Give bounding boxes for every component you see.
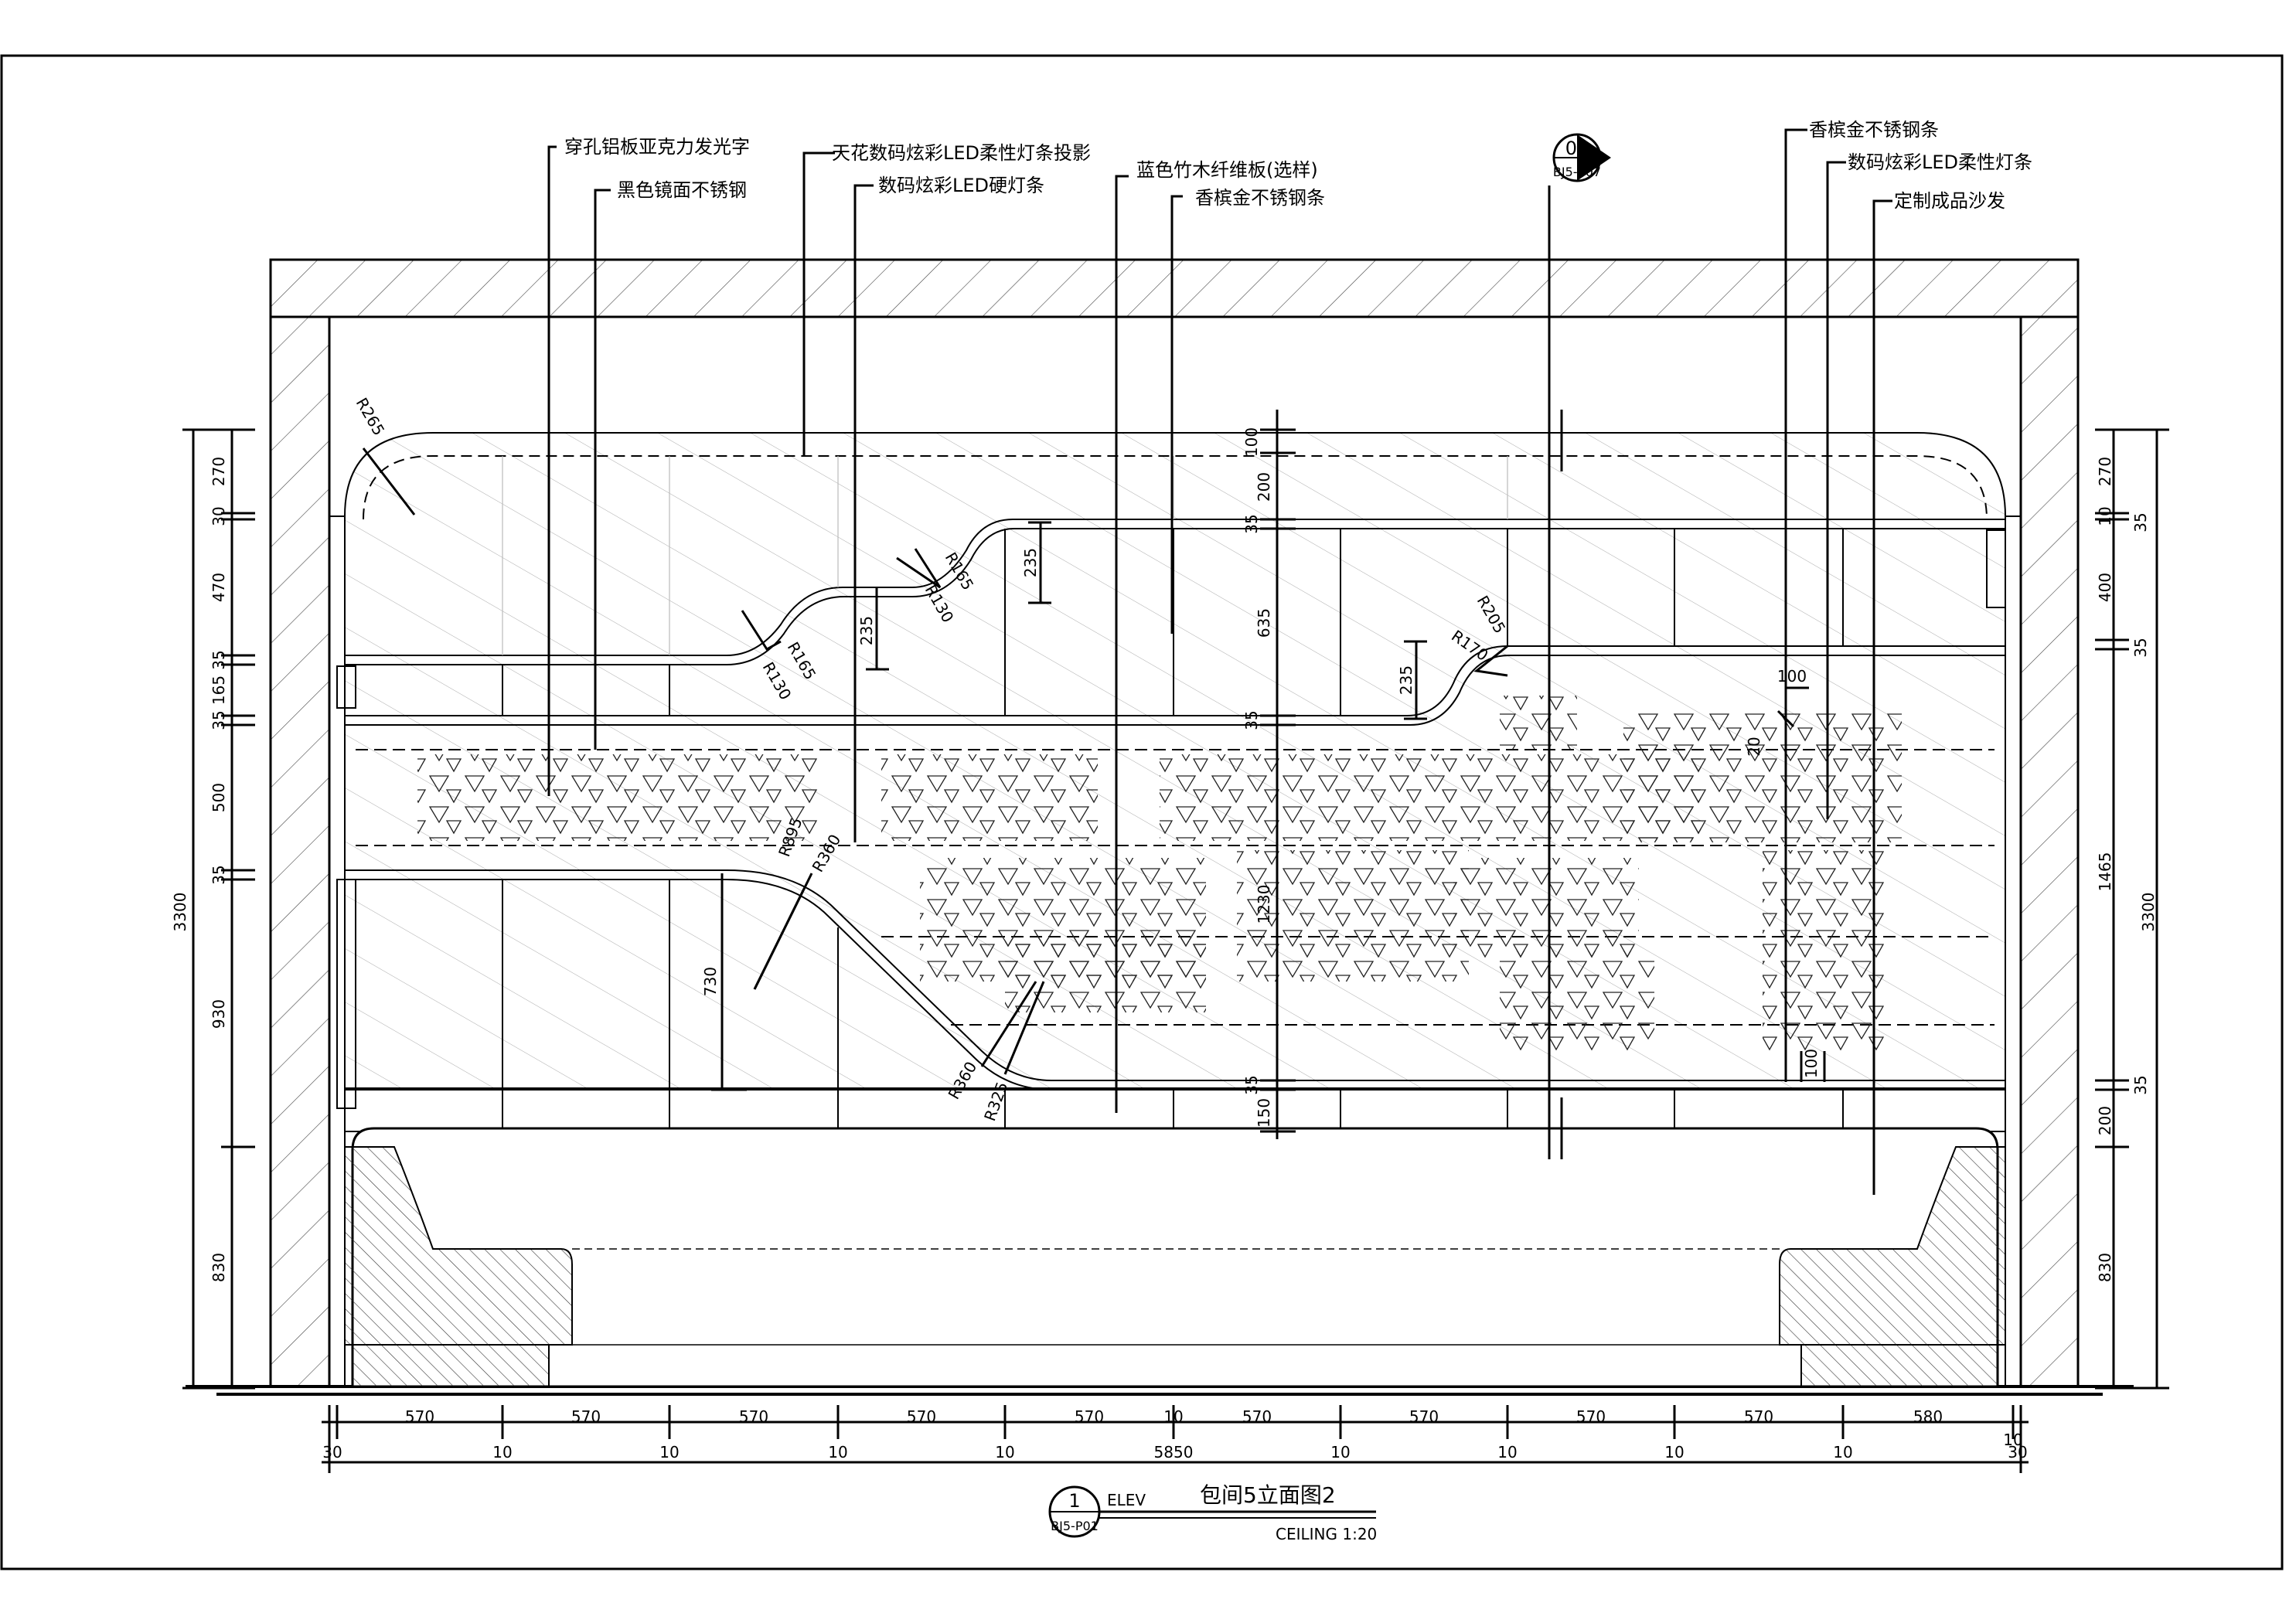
callout-led-flex-strip: 数码炫彩LED柔性灯条 <box>1848 151 2032 173</box>
callout-champagne-steel-strip-1: 香槟金不锈钢条 <box>1195 187 1325 209</box>
dim-right-35a: 35 <box>2131 512 2150 532</box>
right-dimension-texts: 270 10 35 400 35 1465 3300 35 200 830 <box>2096 457 2158 1282</box>
dim-right-200: 200 <box>2096 1106 2114 1135</box>
dim-bottom-seg-2: 570 <box>571 1407 601 1426</box>
dim-inner-150: 150 <box>1255 1098 1273 1128</box>
radius-leaders <box>362 447 1508 1075</box>
dim-inner-35c: 35 <box>1242 1075 1261 1094</box>
dim-left-35a: 35 <box>210 650 228 669</box>
drawing-number: 1 <box>1068 1490 1080 1512</box>
dim-inner-100: 100 <box>1242 427 1261 457</box>
callout-blue-bamboo-board: 蓝色竹木纤维板(选样) <box>1136 159 1318 181</box>
structure <box>269 258 2080 1388</box>
dim-right-1465: 1465 <box>2096 852 2114 892</box>
dim-bottom-gap-6: 10 <box>1664 1443 1684 1461</box>
dim-inner-w100b: 100 <box>1802 1049 1821 1078</box>
dim-left-930: 930 <box>210 999 228 1029</box>
dim-left-30: 30 <box>210 506 228 526</box>
drawing-title-block: 1 BJ5-P01 ELEV 包间5立面图2 CEILING 1:20 <box>1048 1482 1377 1543</box>
dim-right-10: 10 <box>2096 506 2114 526</box>
dim-bottom-seg-6: 570 <box>1242 1407 1272 1426</box>
dim-left-total: 3300 <box>171 893 189 932</box>
dim-bottom-seg-1: 570 <box>405 1407 434 1426</box>
drawing-sheet-ref: BJ5-P01 <box>1051 1519 1099 1533</box>
upper-panel-joints <box>502 456 1844 716</box>
section-marker-04: 04 BJ5-S07 <box>1548 133 1611 1159</box>
dim-right-total: 3300 <box>2139 893 2158 932</box>
radius-r265: R265 <box>353 395 389 439</box>
dim-right-35c: 35 <box>2131 1075 2150 1094</box>
sheet-frame <box>0 54 2284 1570</box>
drawing-scale: CEILING 1:20 <box>1276 1525 1377 1543</box>
dim-bottom-end-left: 30 <box>322 1443 342 1461</box>
dim-inner-635: 635 <box>1255 608 1273 638</box>
dim-bottom-gap-2: 10 <box>659 1443 679 1461</box>
dim-bottom-seg-3: 570 <box>739 1407 768 1426</box>
dim-bottom-seg-7: 570 <box>1409 1407 1439 1426</box>
dim-bottom-seg-4: 570 <box>907 1407 936 1426</box>
section-ref: BJ5-S07 <box>1553 165 1601 179</box>
dim-bottom-center-mark: 10 <box>1163 1407 1183 1426</box>
dim-right-830: 830 <box>2096 1253 2114 1282</box>
dim-right-270: 270 <box>2096 457 2114 486</box>
callout-custom-sofa: 定制成品沙发 <box>1894 190 2005 212</box>
dim-inner-235c: 235 <box>1397 665 1415 695</box>
dim-left-830: 830 <box>210 1253 228 1282</box>
dim-inner-235b: 235 <box>857 616 876 645</box>
dim-bottom-seg-9: 570 <box>1744 1407 1773 1426</box>
callout-champagne-steel-strip-2: 香槟金不锈钢条 <box>1809 119 1939 141</box>
callout-led-hard-strip: 数码炫彩LED硬灯条 <box>878 175 1044 196</box>
dim-left-470: 470 <box>210 573 228 602</box>
dim-inner-w100a: 100 <box>1777 667 1807 686</box>
dim-bottom-gap-4: 10 <box>995 1443 1014 1461</box>
dim-bottom-seg-5: 570 <box>1075 1407 1104 1426</box>
dim-inner-35a: 35 <box>1242 514 1261 533</box>
callout-ceiling-led-projection: 天花数码炫彩LED柔性灯条投影 <box>832 142 1091 164</box>
dim-inner-730: 730 <box>701 967 720 996</box>
dim-right-400: 400 <box>2096 573 2114 602</box>
dim-bottom-gap-8: 10 <box>1330 1443 1350 1461</box>
dim-bottom-total: 5850 <box>1154 1443 1194 1461</box>
dim-inner-w20: 20 <box>1745 737 1763 756</box>
callout-leaders <box>547 128 1892 1195</box>
inner-dimension-lines <box>711 410 1826 1139</box>
dim-inner-1230: 1230 <box>1255 885 1273 924</box>
inner-dimension-texts: 100 200 35 635 35 1230 35 150 235 235 23… <box>701 427 1821 1128</box>
right-dimension-lines <box>2095 428 2169 1390</box>
dim-left-35c: 35 <box>210 865 228 884</box>
dim-left-35b: 35 <box>210 710 228 730</box>
dim-left-500: 500 <box>210 783 228 812</box>
led-band <box>356 696 1995 1051</box>
dim-left-270: 270 <box>210 457 228 486</box>
dim-bottom-gap-7: 10 <box>1833 1443 1852 1461</box>
dim-bottom-gap-5: 10 <box>1497 1443 1517 1461</box>
dim-bottom-end-right: 30 <box>2008 1443 2027 1461</box>
callout-labels: 穿孔铝板亚克力发光字 黑色镜面不锈钢 天花数码炫彩LED柔性灯条投影 数码炫彩L… <box>564 119 2032 212</box>
callout-perforated-aluminum-letters: 穿孔铝板亚克力发光字 <box>564 136 750 158</box>
dim-right-35b: 35 <box>2131 638 2150 657</box>
section-number: 04 <box>1565 138 1589 159</box>
dim-inner-200: 200 <box>1255 472 1273 502</box>
dim-bottom-gap-9: 10 <box>2003 1431 2022 1449</box>
drawing-title: 包间5立面图2 <box>1200 1482 1336 1508</box>
dim-left-165: 165 <box>210 675 228 705</box>
dim-inner-35b: 35 <box>1242 710 1261 730</box>
callout-black-mirror-steel: 黑色镜面不锈钢 <box>617 179 747 201</box>
dim-bottom-seg-8: 570 <box>1576 1407 1606 1426</box>
dim-bottom-gap-1: 10 <box>492 1443 512 1461</box>
dim-inner-235a: 235 <box>1021 548 1040 577</box>
drawing-view-code: ELEV <box>1107 1491 1146 1509</box>
bottom-dimension-lines <box>322 1405 2029 1473</box>
left-dimension-texts: 3300 270 30 470 35 165 35 500 35 930 830 <box>171 457 228 1282</box>
left-dimension-lines <box>182 428 255 1390</box>
sofa <box>344 1127 2006 1388</box>
bottom-dimension-texts: 570 570 570 570 570 570 570 570 570 580 … <box>322 1407 2027 1461</box>
dim-bottom-seg-10: 580 <box>1913 1407 1943 1426</box>
dim-bottom-gap-3: 10 <box>828 1443 847 1461</box>
